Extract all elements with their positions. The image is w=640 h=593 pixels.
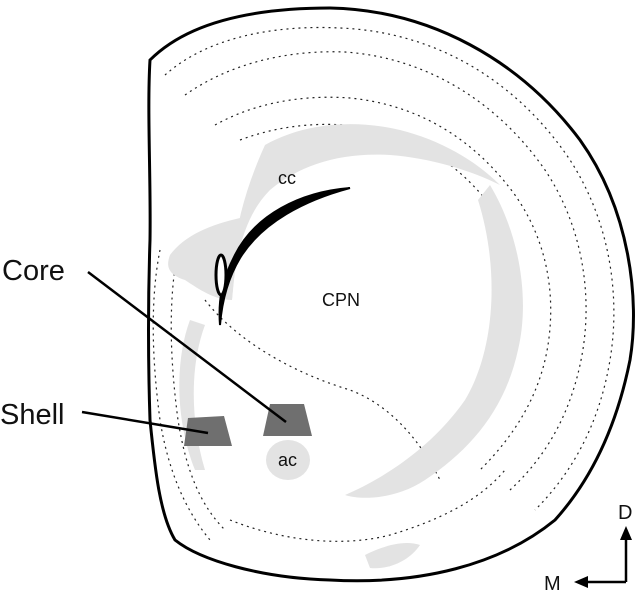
dorsal-arrowhead bbox=[620, 526, 632, 540]
ventral-band bbox=[179, 320, 205, 470]
core-region bbox=[263, 404, 312, 436]
shell-region bbox=[184, 416, 232, 446]
anterior-commissure bbox=[266, 440, 310, 480]
orientation-indicator bbox=[580, 532, 628, 584]
ac-label: ac bbox=[278, 450, 297, 470]
cc-label: cc bbox=[278, 168, 296, 188]
core-label: Core bbox=[2, 255, 65, 287]
medial-arrowhead bbox=[574, 576, 588, 588]
shell-label: Shell bbox=[0, 399, 65, 431]
external-capsule-band bbox=[345, 185, 523, 498]
ventricle-tip bbox=[214, 253, 228, 297]
shell-leader-line bbox=[81, 410, 209, 435]
core-leader-line bbox=[87, 271, 287, 423]
white-matter-band bbox=[231, 124, 500, 300]
bottom-band bbox=[365, 543, 420, 569]
dorsal-label: D bbox=[618, 502, 632, 524]
lateral-ventricle bbox=[218, 187, 351, 326]
cpn-label: CPN bbox=[322, 290, 360, 310]
medial-label: M bbox=[544, 573, 561, 593]
